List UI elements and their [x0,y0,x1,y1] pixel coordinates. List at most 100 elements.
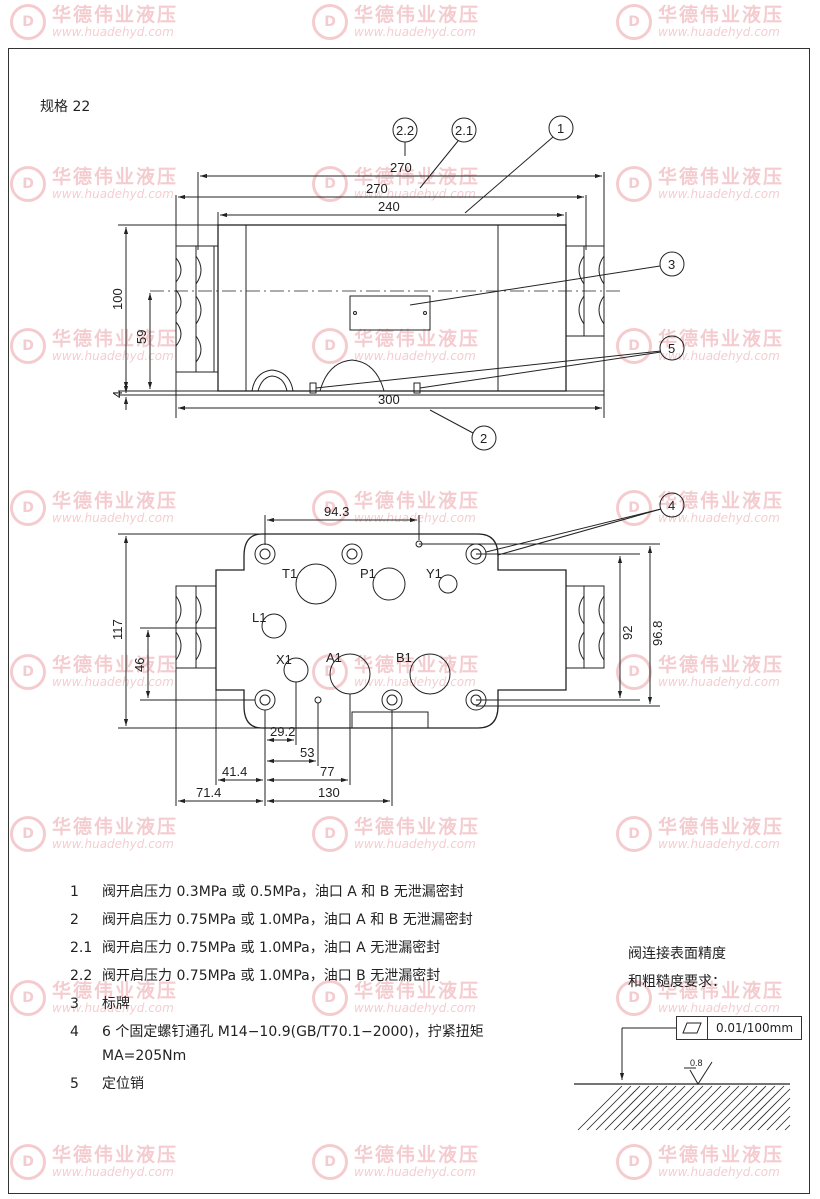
watermark-url: www.huadehyd.com [52,510,174,525]
watermark-brand: 华德伟业液压 [658,489,785,512]
watermark-brand: 华德伟业液压 [354,489,481,512]
dim-77: 77 [320,764,334,779]
brand-logo-icon: D [616,328,652,364]
callout-3: 3 [668,257,675,272]
dim-46: 46 [132,658,147,672]
note-number: 2.2 [70,968,93,984]
watermark-url: www.huadehyd.com [52,1000,174,1015]
brand-logo-icon: D [10,4,46,40]
watermark-brand: 华德伟业液压 [52,165,179,188]
callout-2-1: 2.1 [455,123,473,138]
watermark-brand: 华德伟业液压 [658,327,785,350]
watermark-brand: 华德伟业液压 [354,327,481,350]
hatch-line [757,1097,791,1131]
brand-logo-icon: D [616,4,652,40]
port-y1: Y1 [426,566,442,581]
watermark-brand: 华德伟业液压 [354,3,481,26]
hatch-line [622,1085,668,1131]
note-item: 5 定位销 [70,1070,484,1098]
drawing-frame [8,48,810,1194]
callout-4: 4 [668,498,675,513]
watermark-url: www.huadehyd.com [354,24,476,39]
hatch-line [586,1085,632,1131]
brand-logo-icon: D [10,1144,46,1180]
note-number: 4 [70,1024,79,1040]
brand-logo-icon: D [10,980,46,1016]
note-number: 1 [70,884,79,900]
watermark-brand: 华德伟业液压 [658,815,785,838]
note-item: 2.2 阀开启压力 0.75MPa 或 1.0MPa，油口 B 无泄漏密封 [70,962,484,990]
brand-logo-icon: D [616,166,652,202]
watermark-brand: 华德伟业液压 [658,979,785,1002]
note-text: 阀开启压力 0.75MPa 或 1.0MPa，油口 B 无泄漏密封 [102,968,441,984]
dim-300: 300 [378,392,400,407]
dim-240: 240 [378,199,400,214]
dim-4: 4 [110,391,125,398]
dim-100: 100 [110,288,125,310]
dim-270: 270 [366,181,388,196]
dim-59: 59 [134,330,149,344]
hatch-line [631,1085,677,1131]
watermark-brand: 华德伟业液压 [658,165,785,188]
note-number: 5 [70,1076,79,1092]
watermark-brand: 华德伟业液压 [52,489,179,512]
watermark-brand: 华德伟业液压 [354,653,481,676]
watermark-brand: 华德伟业液压 [354,1143,481,1166]
watermark-brand: 华德伟业液压 [52,3,179,26]
hatch-line [595,1085,641,1131]
flatness-value: 0.01/100mm [715,1021,794,1035]
callout-2: 2 [480,431,487,446]
watermark-url: www.huadehyd.com [658,24,780,39]
watermark-brand: 华德伟业液压 [658,1143,785,1166]
watermark-url: www.huadehyd.com [658,510,780,525]
hatch-line [703,1085,749,1131]
hatch-line [613,1085,659,1131]
note-number: 3 [70,996,79,1012]
watermark-brand: 华德伟业液压 [354,979,481,1002]
watermark-brand: 华德伟业液压 [52,653,179,676]
note-number: 2.1 [70,940,93,956]
brand-logo-icon: D [312,490,348,526]
hatch-line [694,1085,740,1131]
bottom-view [118,492,685,806]
port-l1: L1 [252,610,266,625]
top-view [118,115,685,451]
note-text: 定位销 [102,1076,144,1092]
port-p1: P1 [360,566,376,581]
surface-req-line2: 和粗糙度要求： [628,974,726,990]
surface-symbol [574,1027,791,1131]
hatch-line [739,1085,785,1131]
watermark-url: www.huadehyd.com [52,348,174,363]
watermark-url: www.huadehyd.com [354,348,476,363]
note-text: 阀开启压力 0.75MPa 或 1.0MPa，油口 A 和 B 无泄漏密封 [102,912,473,928]
brand-logo-icon: D [312,328,348,364]
note-text: 阀开启压力 0.3MPa 或 0.5MPa，油口 A 和 B 无泄漏密封 [102,884,464,900]
dim-29-2: 29.2 [270,724,295,739]
surface-req-line1: 阀连接表面精度 [628,946,726,962]
roughness-value: 0.8 [690,1058,703,1068]
watermark-url: www.huadehyd.com [52,836,174,851]
dim-94-3: 94.3 [324,504,349,519]
dim-92: 92 [620,626,635,640]
watermark-brand: 华德伟业液压 [52,979,179,1002]
